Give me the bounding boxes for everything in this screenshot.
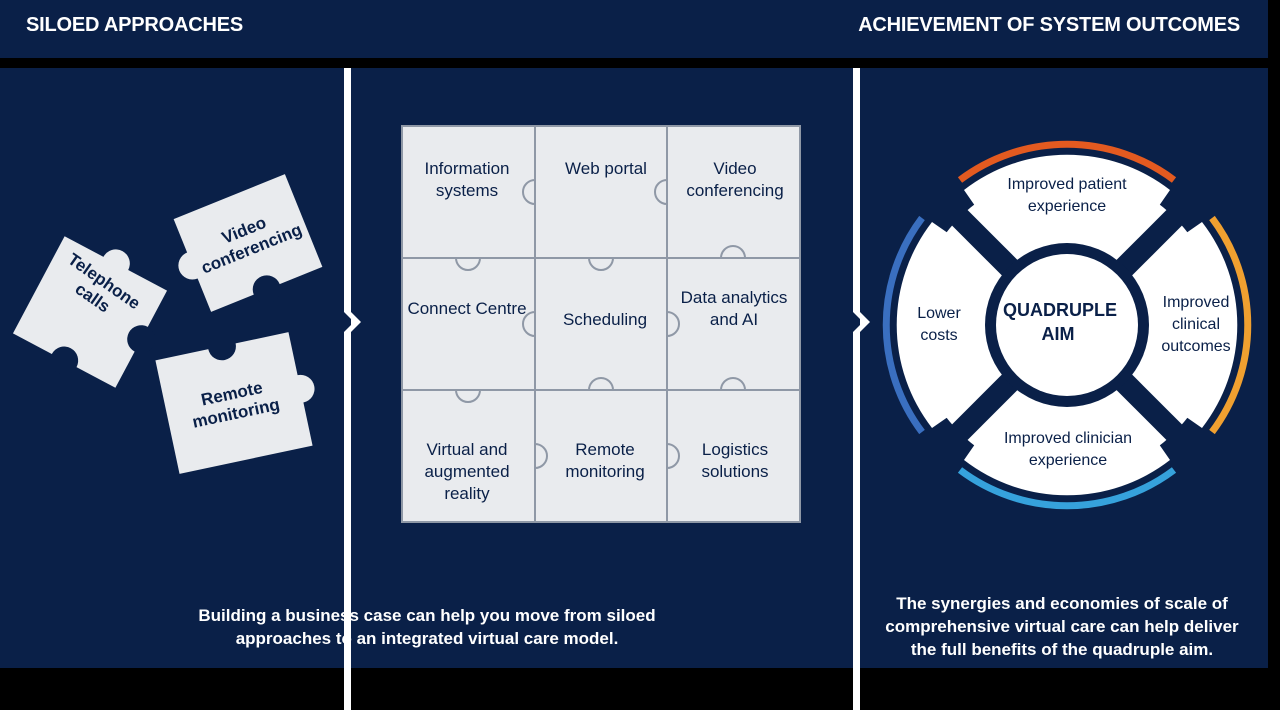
puzzle-piece-telephone xyxy=(12,236,168,388)
grid-cell-logistics: Logistics solutions xyxy=(701,440,769,481)
arrow-right-tip xyxy=(860,312,870,332)
grid-cell-virtual-augmented: Virtual and augmented reality xyxy=(424,440,510,503)
aim-clinical-outcomes: Improved clinical outcomes xyxy=(1161,294,1231,355)
aim-lower-costs: Lower costs xyxy=(917,305,961,344)
arrow-left xyxy=(344,312,354,332)
grid-cell-connect-centre: Connect Centre xyxy=(407,299,527,318)
puzzle-grid-bg xyxy=(401,125,801,523)
siloed-approaches-title: SILOED APPROACHES xyxy=(26,14,244,36)
caption-right: The synergies and economies of scale of … xyxy=(885,594,1239,659)
grid-cell-remote-monitoring: Remote monitoring xyxy=(565,440,645,481)
caption-middle: Building a business case can help you mo… xyxy=(198,606,656,648)
arrow-right xyxy=(853,312,863,332)
quadruple-aim-ring xyxy=(882,140,1252,510)
system-outcomes-title: ACHIEVEMENT OF SYSTEM OUTCOMES xyxy=(858,14,1240,36)
divider-left xyxy=(344,68,351,710)
grid-cell-information-systems: Information systems xyxy=(424,159,510,200)
header-bar: SILOED APPROACHES ACHIEVEMENT OF SYSTEM … xyxy=(0,0,1268,58)
quadruple-aim-center: QUADRUPLE AIM xyxy=(1003,300,1118,344)
divider-right xyxy=(853,68,860,710)
grid-cell-web-portal: Web portal xyxy=(565,159,647,178)
grid-cell-data-analytics: Data analytics and AI xyxy=(680,288,788,329)
puzzle-piece-remote xyxy=(155,332,315,474)
aim-patient-experience: Improved patient experience xyxy=(1007,176,1127,215)
grid-cell-video-conferencing: Video conferencing xyxy=(686,159,784,200)
arrow-left-tip xyxy=(351,312,361,332)
puzzle-piece-video xyxy=(173,174,323,312)
grid-cell-scheduling: Scheduling xyxy=(562,310,648,329)
aim-clinician-experience: Improved clinician experience xyxy=(1003,430,1133,469)
